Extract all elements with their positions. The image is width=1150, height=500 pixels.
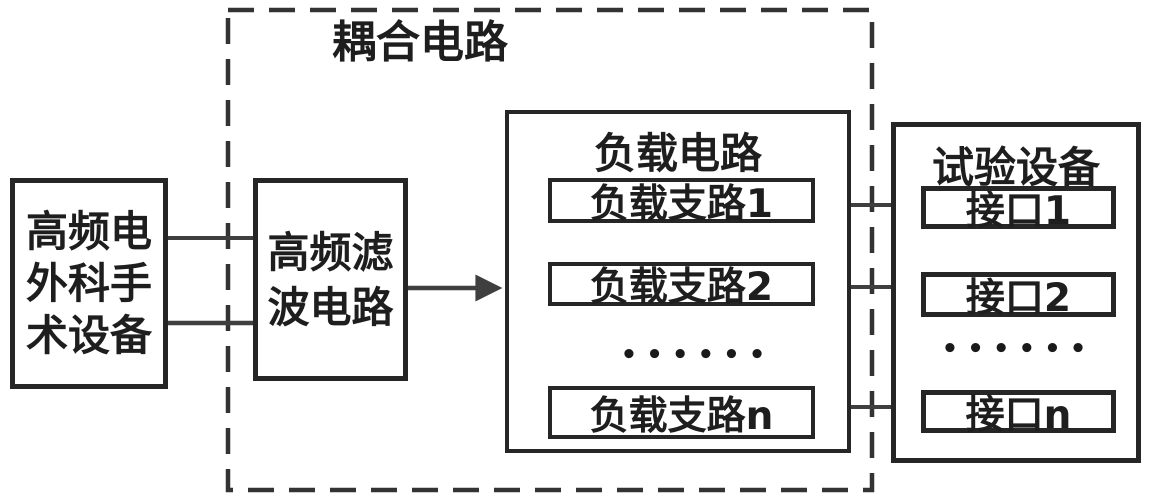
source-device-label-line3: 术设备 (25, 310, 152, 360)
load-branch-1-box: 负载支路1 (548, 178, 815, 227)
hf-filter-box: 高频滤 波电路 (253, 178, 408, 381)
load-circuit-box: 负载电路 负载支路1 负载支路2 •••••• 负载支路n (505, 110, 851, 453)
load-circuit-title: 负载电路 (593, 129, 762, 178)
test-equipment-box: 试验设备 接口1 接口2 •••••• 接口n (891, 122, 1141, 463)
port-n-box: 接口n (921, 390, 1116, 438)
coupling-circuit-dashed-border (225, 7, 875, 493)
coupling-circuit-label: 耦合电路 (332, 17, 508, 68)
port-1-box: 接口1 (921, 186, 1116, 234)
source-device-label-line1: 高频电 (25, 206, 152, 256)
test-equipment-title: 试验设备 (931, 143, 1100, 192)
load-branches-ellipsis: •••••• (620, 340, 775, 370)
port-2-box: 接口2 (921, 272, 1116, 321)
load-branch-n-box: 负载支路n (548, 386, 815, 439)
hf-filter-label-line2: 波电路 (267, 282, 394, 332)
ports-ellipsis: •••••• (941, 334, 1096, 364)
load-branch-2-box: 负载支路2 (548, 262, 815, 310)
source-device-box: 高频电 外科手 术设备 (10, 178, 168, 389)
source-device-label-line2: 外科手 (25, 258, 152, 308)
hf-filter-label-line1: 高频滤 (267, 227, 394, 277)
